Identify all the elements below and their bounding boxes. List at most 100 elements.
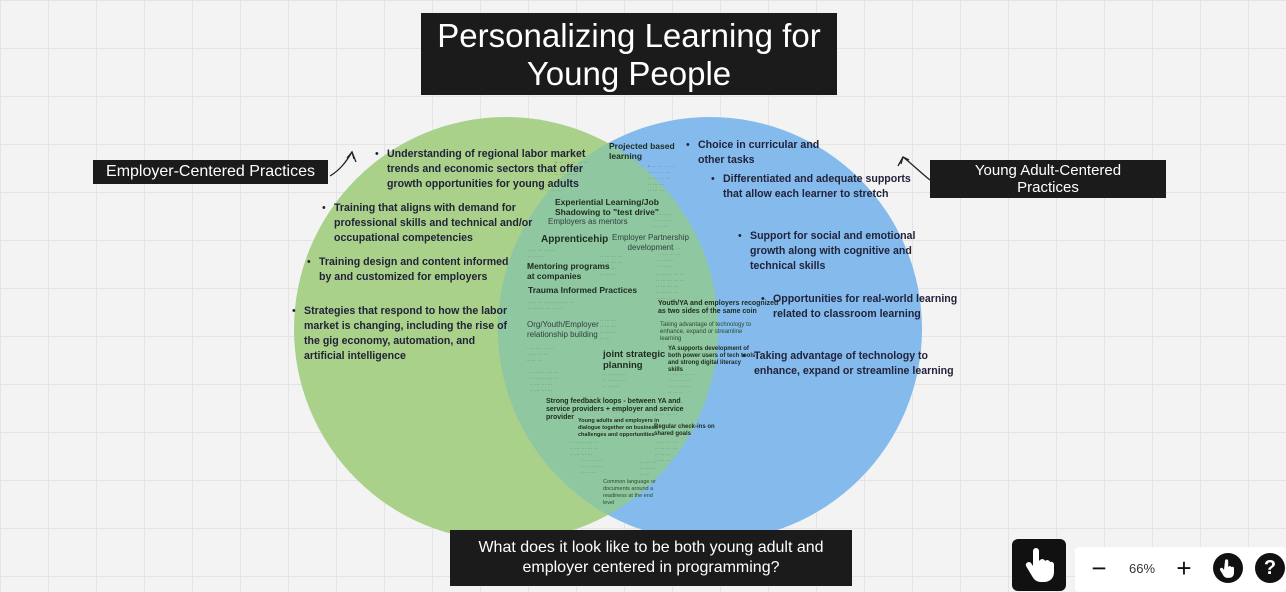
overlap-note-small[interactable]: ·· ··· ··· ····· ··· ··· ····· ··· ·····… <box>655 440 678 464</box>
overlap-note[interactable]: Projected based learning <box>609 141 675 161</box>
text-line: learning <box>609 151 643 161</box>
text-line: occupational competencies <box>334 232 473 244</box>
overlap-note-small[interactable]: ·· ··· ····· ··· ····· ··· <box>640 460 657 478</box>
overlap-region <box>498 117 718 541</box>
overlap-note[interactable]: Experiential Learning/Job Shadowing to "… <box>555 197 659 217</box>
overlap-note[interactable]: Org/Youth/Employer relationship building <box>527 320 599 340</box>
employer-practice-item[interactable]: Understanding of regional labor market t… <box>375 147 586 192</box>
question-line-1: What does it look like to be both young … <box>478 539 824 556</box>
overlap-note[interactable]: Mentoring programs at companies <box>527 261 610 281</box>
text-line: Regular check-ins on <box>654 424 715 430</box>
text-line: Mentoring programs <box>527 261 610 271</box>
overlap-note[interactable]: Youth/YA and employers recognized as two… <box>658 300 778 316</box>
overlap-note-small[interactable]: ·· ··· ··· ··· ····· ··· ··· ··· <box>540 182 569 194</box>
overlap-note-small[interactable]: · ··· ··· ··· ····· ··· ··· <box>528 248 556 260</box>
page-title[interactable]: Personalizing Learning for Young People <box>421 13 837 95</box>
hand-pointer-icon <box>1025 548 1054 582</box>
overlap-note-small[interactable]: ·· ··· ··· ··· ····· ··· ··· ··· ····· ·… <box>530 370 559 394</box>
text-line: by and customized for employers <box>319 271 488 283</box>
young-adult-practice-item[interactable]: Support for social and emotional growth … <box>738 229 915 274</box>
overlap-note[interactable]: Young adults and employers in dialogue t… <box>578 418 659 439</box>
text-line: Org/Youth/Employer <box>527 320 599 329</box>
overlap-note[interactable]: YA supports development of both power us… <box>668 346 755 374</box>
question-line-2: employer centered in programming? <box>522 559 780 576</box>
overlap-note-small[interactable]: ·· ··· ··· ····· ··· ··· ····· ··· ··· <box>603 372 626 390</box>
overlap-note-small[interactable]: · ··· ··· ··· ··· ··· ··· ····· ··· ··· … <box>528 300 575 312</box>
text-line: Taking advantage of technology to <box>660 322 752 328</box>
overlap-note-small[interactable]: ·· ··· ··· ··· ····· ··· ··· ··· ····· ·… <box>570 440 599 458</box>
text-line: challenges and opportunities <box>578 432 655 438</box>
text-line: growth along with cognitive and <box>750 245 912 257</box>
overlap-note-small[interactable]: ·· ··· ··· ··· ····· ··· ··· ··· ····· ·… <box>656 272 685 302</box>
text-line: artificial intelligence <box>304 350 406 362</box>
employer-practice-item[interactable]: Training that aligns with demand for pro… <box>322 201 532 246</box>
young-adult-centered-label[interactable]: Young Adult-Centered Practices <box>930 160 1166 198</box>
overlap-note-small[interactable]: • ··· ··· ··· ····· ··· ··· ····· ··· ··… <box>648 164 676 194</box>
zoom-toolbar <box>1075 547 1286 592</box>
overlap-note[interactable]: joint strategic planning <box>603 349 665 371</box>
select-tool-button[interactable] <box>1213 553 1243 583</box>
text-line: shared goals <box>654 431 692 437</box>
young-adult-practice-item[interactable]: Differentiated and adequate supports tha… <box>711 172 911 202</box>
text-line: YA supports development of <box>668 346 749 352</box>
zoom-out-button[interactable]: − <box>1091 552 1107 583</box>
overlap-note-small[interactable]: · ··· ··· ··· ····· ··· ··· ····· ··· ··… <box>526 346 554 364</box>
young-adult-practice-item[interactable]: Choice in curricular and other tasks <box>686 138 819 168</box>
title-line-1: Personalizing Learning for <box>437 17 821 54</box>
text-line: market is changing, including the rise o… <box>304 320 508 332</box>
young-adult-label-line-1: Young Adult-Centered <box>974 162 1122 179</box>
overlap-note[interactable]: Employer Partnership development <box>612 233 689 253</box>
text-line: learning <box>660 336 682 342</box>
overlap-note[interactable]: Taking advantage of technology to enhanc… <box>660 322 751 343</box>
overlap-note[interactable]: Employers as mentors <box>548 217 628 226</box>
text-line: Common language or <box>603 479 656 485</box>
text-line: Projected based <box>609 141 675 151</box>
overlap-note-small[interactable]: ·· ··· ··· ····· ··· ··· ····· ··· ·····… <box>600 254 623 278</box>
text-line: provider <box>546 414 575 421</box>
overlap-note-small[interactable]: ·· ··· ··· ····· ··· ··· ····· ··· ··· <box>580 458 603 476</box>
text-line: readiness at the end <box>603 493 653 499</box>
overlap-note[interactable]: Trauma Informed Practices <box>528 285 638 295</box>
overlap-note-small[interactable]: ·· ··· ··· ····· ··· ··· ····· ··· ·····… <box>658 246 681 270</box>
text-line: as two sides of the same coin <box>658 308 757 315</box>
text-line: growth opportunities for young adults <box>387 178 579 190</box>
zoom-level[interactable]: 66% <box>1128 561 1156 576</box>
overlap-note[interactable]: Common language or documents around a re… <box>603 479 656 507</box>
overlap-note-small[interactable]: ·· ··· ····· ··· ····· ··· ····· ··· <box>600 318 617 342</box>
text-line: Training that aligns with demand for <box>334 202 516 214</box>
text-line: Young adults and employers in <box>578 418 660 424</box>
overlap-note[interactable]: Strong feedback loops - between YA and s… <box>546 398 684 422</box>
guiding-question[interactable]: What does it look like to be both young … <box>450 530 852 586</box>
text-line: Strategies that respond to how the labor <box>304 305 508 317</box>
employer-practice-item[interactable]: Strategies that respond to how the labor… <box>292 304 508 364</box>
help-button[interactable]: ? <box>1255 553 1285 583</box>
left-arrow-head <box>346 151 355 160</box>
text-line: enhance, expand or streamline <box>660 329 743 335</box>
young-adult-practice-item[interactable]: Taking advantage of technology to enhanc… <box>742 349 954 379</box>
zoom-in-button[interactable]: + <box>1176 552 1192 583</box>
text-line: Employer Partnership <box>612 233 689 242</box>
hand-tool-button[interactable] <box>1012 539 1066 591</box>
title-line-2: Young People <box>526 55 732 92</box>
text-line: and strong digital literacy <box>668 360 742 366</box>
text-line: Taking advantage of technology to <box>754 350 929 362</box>
text-line: related to classroom learning <box>773 308 921 320</box>
text-line: level <box>603 500 615 506</box>
left-connector-arrow <box>329 150 357 177</box>
text-line: both power users of tech tools <box>668 353 756 359</box>
employer-centered-label[interactable]: Employer-Centered Practices <box>93 160 328 184</box>
text-line: Experiential Learning/Job <box>555 197 659 207</box>
overlap-note-small[interactable]: • ··· ··· ··· ··· ····· ··· ··· ··· ····… <box>555 160 589 178</box>
text-line: dialogue together on business <box>578 425 658 431</box>
overlap-note-small[interactable]: ·· ··· ··· ···· ··· ··· ···· ··· ··· <box>652 212 673 230</box>
overlap-note-small[interactable]: ·· ··· ··· ··· ····· ··· ··· ····· ··· ·… <box>668 372 697 396</box>
text-line: Differentiated and adequate supports <box>723 173 911 185</box>
employer-practice-item[interactable]: Training design and content informed by … <box>307 255 509 285</box>
overlap-note-small[interactable]: ·· ··· ··· ··· ····· ··· ··· ··· ····· ·… <box>655 400 684 418</box>
overlap-note[interactable]: Regular check-ins on shared goals <box>654 424 715 438</box>
text-line: other tasks <box>698 154 755 166</box>
young-adult-practice-item[interactable]: Opportunities for real-world learning re… <box>761 292 957 322</box>
text-line: Understanding of regional labor market <box>387 148 586 160</box>
text-line: enhance, expand or streamline learning <box>754 365 954 377</box>
overlap-note[interactable]: Apprenticehip <box>541 234 609 245</box>
